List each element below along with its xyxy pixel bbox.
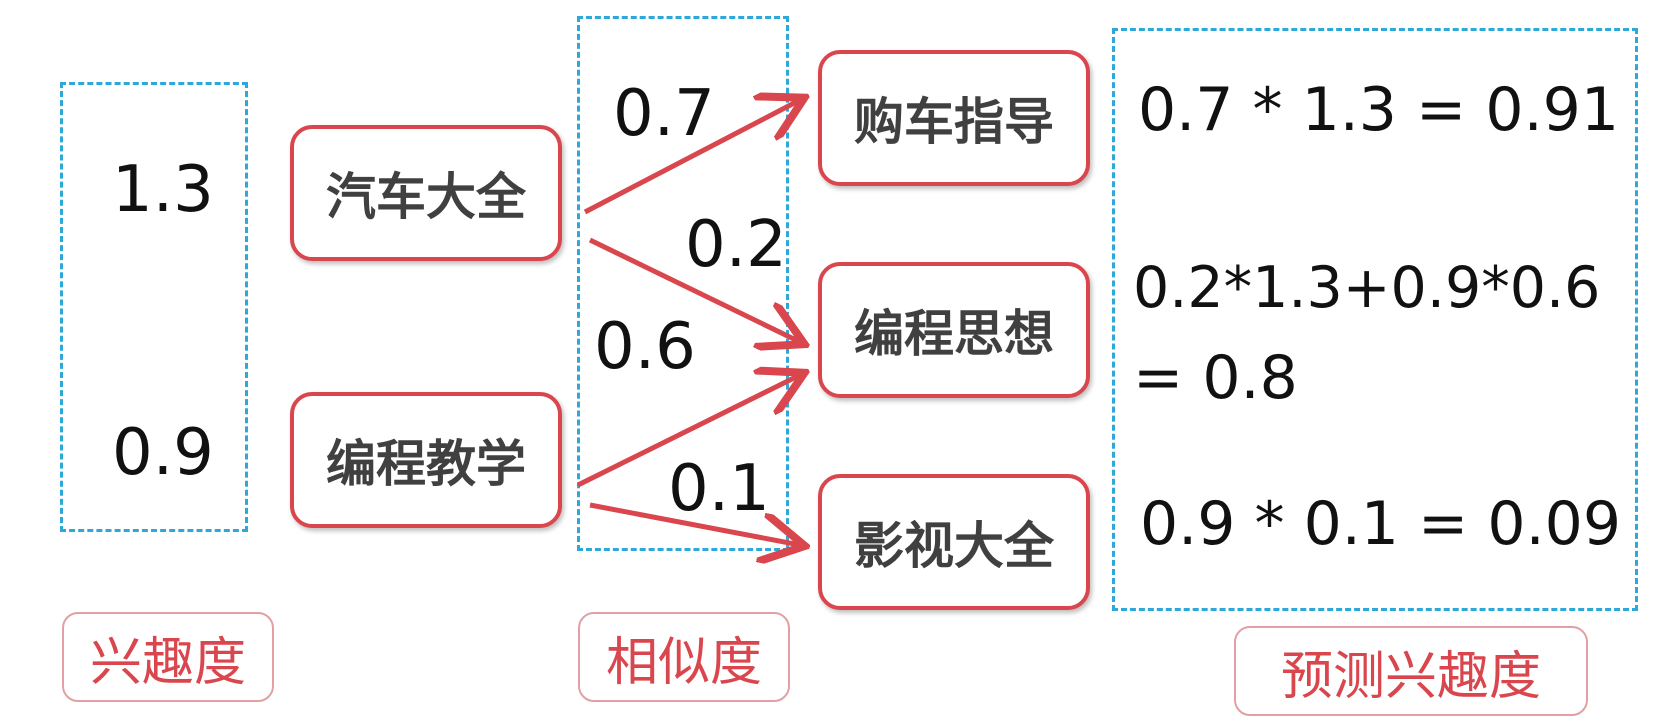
item-node-programming-thought: 编程思想 [818,262,1090,398]
similarity-value-teaching-programming: 0.6 [594,310,696,384]
similarity-value-car-programming: 0.2 [685,208,787,282]
arrow-teaching-to-programming-thought [576,375,800,488]
prediction-group-box [1112,28,1638,611]
arrow-teaching-to-film [589,502,800,545]
prediction-formula-programming-line1: 0.2*1.3+0.9*0.6 [1133,255,1601,321]
item-node-car-buying-guide: 购车指导 [818,50,1090,186]
item-node-programming-teaching: 编程教学 [290,392,562,528]
similarity-group-box [577,16,789,551]
prediction-formula-car-buying: 0.7 * 1.3 = 0.91 [1138,75,1619,145]
item-node-car-encyclopedia: 汽车大全 [290,125,562,261]
similarity-value-car-buying: 0.7 [613,77,715,151]
similarity-value-teaching-film: 0.1 [668,452,770,526]
interest-value-car: 1.3 [112,153,214,227]
arrow-car-to-programming-thought [588,237,800,342]
prediction-caption: 预测兴趣度 [1234,626,1588,716]
item-node-film-encyclopedia: 影视大全 [818,474,1090,610]
interest-group-box [60,82,248,532]
prediction-formula-programming-line2: = 0.8 [1133,343,1298,413]
interest-caption: 兴趣度 [62,612,274,702]
interest-value-teaching: 0.9 [112,416,214,490]
arrow-car-to-buying [583,100,800,215]
prediction-formula-film: 0.9 * 0.1 = 0.09 [1140,489,1621,559]
similarity-caption: 相似度 [578,612,790,702]
